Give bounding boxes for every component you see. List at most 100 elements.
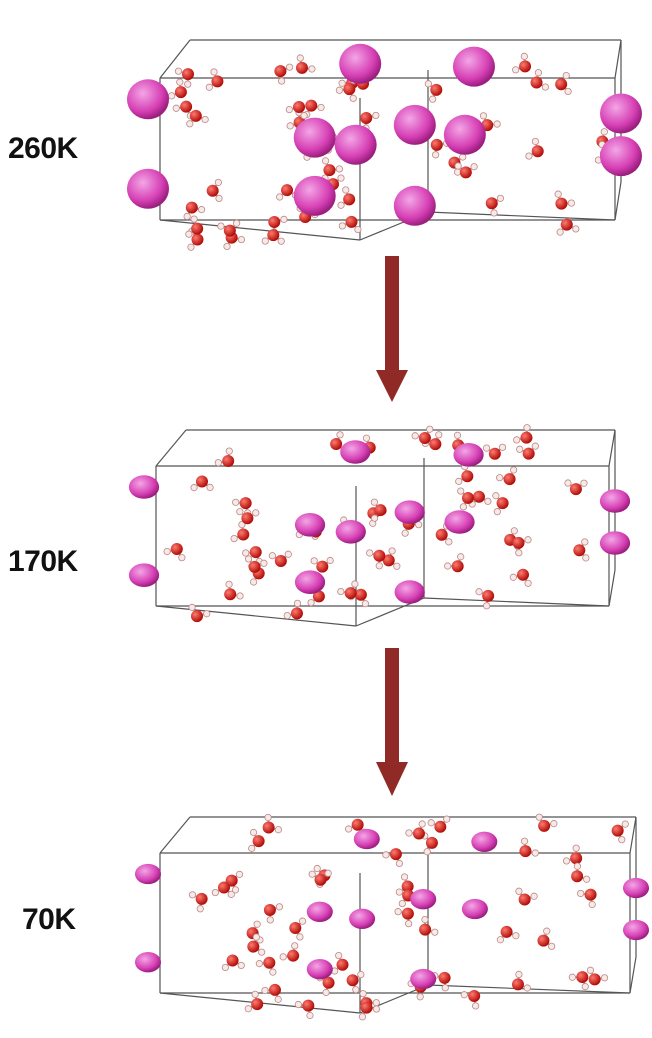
hydrogen-atom (352, 986, 360, 994)
hydrogen-atom (307, 599, 315, 607)
hydrogen-atom (237, 235, 246, 244)
hydrogen-atom (214, 178, 222, 187)
hydrogen-atom (366, 549, 374, 557)
hydrogen-atom (531, 442, 539, 450)
water-molecule (430, 138, 451, 159)
hydrogen-atom (583, 875, 591, 883)
water-molecule (511, 970, 531, 992)
oxygen-atom (351, 818, 364, 831)
oxygen-atom (555, 197, 568, 210)
hydrogen-atom (577, 889, 585, 898)
hydrogen-atom (393, 562, 401, 570)
hydrogen-atom (431, 928, 439, 936)
oxygen-atom (573, 544, 586, 557)
oxygen-atom (189, 109, 202, 122)
oxygen-atom (225, 874, 238, 887)
hydrogen-atom (543, 927, 551, 935)
oxygen-atom (374, 504, 387, 517)
hydrogen-atom (217, 222, 225, 230)
oxygen-atom (429, 438, 442, 451)
water-molecule (285, 101, 308, 120)
water-molecule (274, 63, 294, 85)
water-molecule (211, 881, 235, 898)
hydrogen-atom (358, 1013, 367, 1021)
hydrogen-atom (382, 851, 390, 859)
oxygen-atom (435, 528, 448, 541)
oxygen-atom (451, 560, 464, 573)
cation-sphere (127, 168, 169, 209)
water-molecule (444, 553, 465, 573)
water-molecule (224, 580, 244, 601)
oxygen-atom (576, 971, 589, 984)
hydrogen-atom (496, 474, 504, 482)
hydrogen-atom (398, 899, 406, 908)
water-molecule (431, 971, 451, 992)
oxygen-atom (268, 983, 281, 996)
hydrogen-atom (236, 592, 244, 600)
water-molecule (512, 536, 532, 557)
water-molecule (492, 492, 509, 516)
hydrogen-atom (562, 71, 570, 80)
hydrogen-atom (280, 215, 288, 223)
water-molecule (454, 162, 478, 179)
oxygen-atom (185, 201, 198, 214)
oxygen-atom (274, 554, 287, 567)
water-molecule (221, 954, 245, 972)
oxygen-atom (401, 880, 414, 893)
hydrogen-atom (483, 602, 491, 610)
hydrogen-atom (516, 445, 524, 453)
hydrogen-atom (258, 948, 266, 956)
water-molecule (366, 549, 386, 570)
molecular-structure-70k (134, 813, 650, 1021)
oxygen-atom (274, 65, 287, 78)
temperature-label: 170K (8, 545, 78, 578)
water-molecule (206, 178, 223, 203)
oxygen-atom (247, 940, 260, 953)
water-molecule (186, 109, 209, 128)
hydrogen-atom (337, 587, 345, 596)
hydrogen-atom (573, 862, 582, 870)
oxygen-atom (263, 903, 276, 916)
oxygen-atom (251, 998, 264, 1011)
oxygen-atom (611, 824, 624, 837)
oxygen-atom (516, 568, 529, 581)
hydrogen-atom (188, 891, 197, 899)
cation-sphere (444, 510, 475, 534)
hydrogen-atom (283, 612, 291, 620)
hydrogen-atom (457, 553, 465, 561)
hydrogen-atom (523, 984, 531, 992)
water-molecule (411, 425, 434, 444)
oxygen-atom (488, 447, 501, 460)
hydrogen-atom (423, 848, 431, 856)
hydrogen-atom (176, 78, 184, 86)
hydrogen-atom (530, 892, 538, 900)
hydrogen-atom (269, 968, 277, 976)
hydrogen-atom (335, 165, 343, 173)
water-molecule (562, 844, 583, 865)
box-edge (614, 181, 622, 221)
hydrogen-atom (586, 966, 595, 974)
hydrogen-atom (496, 194, 505, 202)
hydrogen-atom (395, 859, 403, 868)
oxygen-atom (389, 848, 402, 861)
water-molecule (295, 54, 316, 74)
hydrogen-atom (338, 222, 346, 230)
water-molecule (163, 543, 186, 562)
cation-sphere (294, 570, 326, 595)
hydrogen-atom (572, 844, 580, 852)
water-molecule (188, 603, 211, 623)
cation-sphere (353, 828, 380, 850)
water-molecule (482, 443, 507, 460)
hydrogen-atom (523, 424, 531, 432)
hydrogen-atom (441, 984, 449, 992)
water-molecule (555, 71, 572, 96)
water-molecule (573, 538, 590, 562)
hydrogen-atom (206, 483, 214, 492)
hydrogen-atom (453, 431, 462, 439)
hydrogen-atom (418, 820, 426, 828)
hydrogen-atom (249, 828, 258, 837)
hydrogen-atom (221, 963, 229, 972)
water-molecule (255, 956, 277, 976)
hydrogen-atom (291, 942, 299, 950)
hydrogen-atom (266, 916, 274, 924)
